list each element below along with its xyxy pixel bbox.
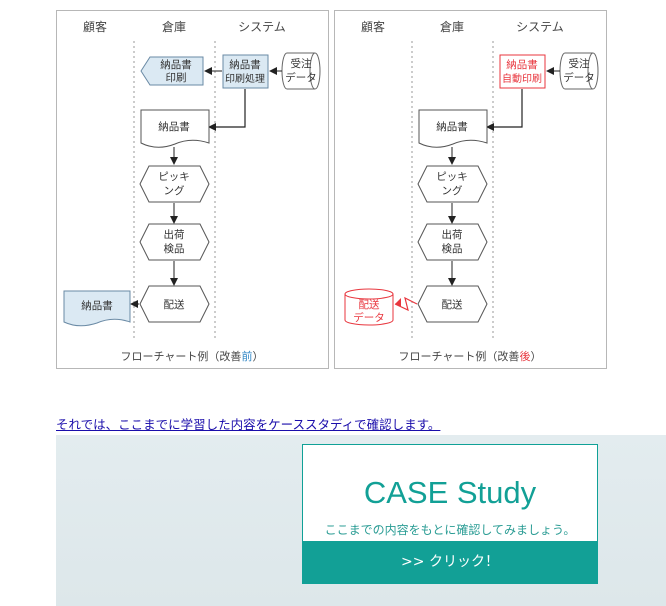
inspection-step — [417, 223, 488, 261]
print-display-shape — [140, 56, 204, 86]
case-study-intro-link[interactable]: それでは、ここまでに学習した内容をケーススタディで確認します。 — [56, 417, 441, 432]
autoprint-label-2: 自動印刷 — [502, 72, 542, 85]
case-study-card[interactable]: CASE Study ここまでの内容をもとに確認してみましょう。 >> クリック… — [302, 444, 598, 584]
flowchart-after-panel: 顧客 倉庫 システム 納品書 自動印刷 受注 データ 納品書 ピッキ ング 出荷… — [334, 10, 607, 369]
inspect-label-2: 検品 — [164, 242, 185, 255]
arrow-process-to-document — [208, 89, 246, 131]
case-study-title: CASE Study — [363, 475, 537, 510]
shipdata-label-1: 配送 — [359, 298, 380, 311]
caption-after: フローチャート例（改善後） — [399, 349, 542, 363]
lane-warehouse: 倉庫 — [440, 19, 464, 34]
lane-customer: 顧客 — [83, 19, 107, 34]
shipping-step — [417, 285, 488, 323]
flowchart-before-panel: 顧客 倉庫 システム 納品書 印刷 納品書 印刷処理 受注 データ 納品書 ピッ… — [56, 10, 329, 369]
lane-system: システム — [238, 20, 286, 34]
inspect-label-1: 出荷 — [164, 228, 185, 241]
caption-before: フローチャート例（改善前） — [121, 349, 264, 363]
flowchart-before: 顧客 倉庫 システム 納品書 印刷 納品書 印刷処理 受注 データ 納品書 ピッ… — [63, 19, 321, 363]
shipping-step — [139, 285, 210, 323]
ship-label: 配送 — [442, 298, 463, 311]
inspection-step — [139, 223, 210, 261]
inspect-label-1: 出荷 — [442, 228, 463, 241]
picking-step — [139, 165, 210, 203]
process-label-2: 印刷処理 — [225, 72, 265, 85]
customer-document-label: 納品書 — [81, 299, 113, 312]
customer-document — [63, 290, 131, 327]
order-label-1: 受注 — [569, 57, 590, 70]
picking-label-2: ング — [442, 184, 463, 197]
autoprint-label-1: 納品書 — [506, 58, 538, 71]
lane-customer: 顧客 — [361, 19, 385, 34]
picking-label-1: ピッキ — [158, 171, 190, 183]
order-label-1: 受注 — [291, 57, 312, 70]
lightning-arrowhead — [395, 298, 401, 307]
inspect-label-2: 検品 — [442, 242, 463, 255]
picking-label-1: ピッキ — [436, 171, 468, 183]
order-label-2: データ — [563, 71, 595, 84]
document-shape — [140, 109, 210, 148]
lane-system: システム — [516, 20, 564, 34]
print-process-box — [222, 54, 269, 89]
process-label-1: 納品書 — [229, 58, 261, 71]
picking-label-2: ング — [164, 184, 185, 197]
click-button[interactable]: >> クリック！ — [303, 541, 597, 583]
print-label-1: 納品書 — [160, 58, 192, 71]
picking-step — [417, 165, 488, 203]
shipdata-label-2: データ — [353, 311, 385, 324]
document-shape — [418, 109, 488, 148]
lane-warehouse: 倉庫 — [162, 19, 186, 34]
auto-print-process-box — [499, 54, 546, 89]
print-label-2: 印刷 — [166, 71, 187, 84]
document-label: 納品書 — [436, 120, 468, 133]
document-label: 納品書 — [158, 120, 190, 133]
flowchart-after: 顧客 倉庫 システム 納品書 自動印刷 受注 データ 納品書 ピッキ ング 出荷… — [344, 19, 599, 363]
lightning-connector — [394, 296, 418, 312]
arrow-autoprint-to-document — [486, 89, 523, 131]
ship-label: 配送 — [164, 298, 185, 311]
order-label-2: データ — [285, 71, 317, 84]
case-study-subtitle: ここまでの内容をもとに確認してみましょう。 — [324, 523, 576, 537]
